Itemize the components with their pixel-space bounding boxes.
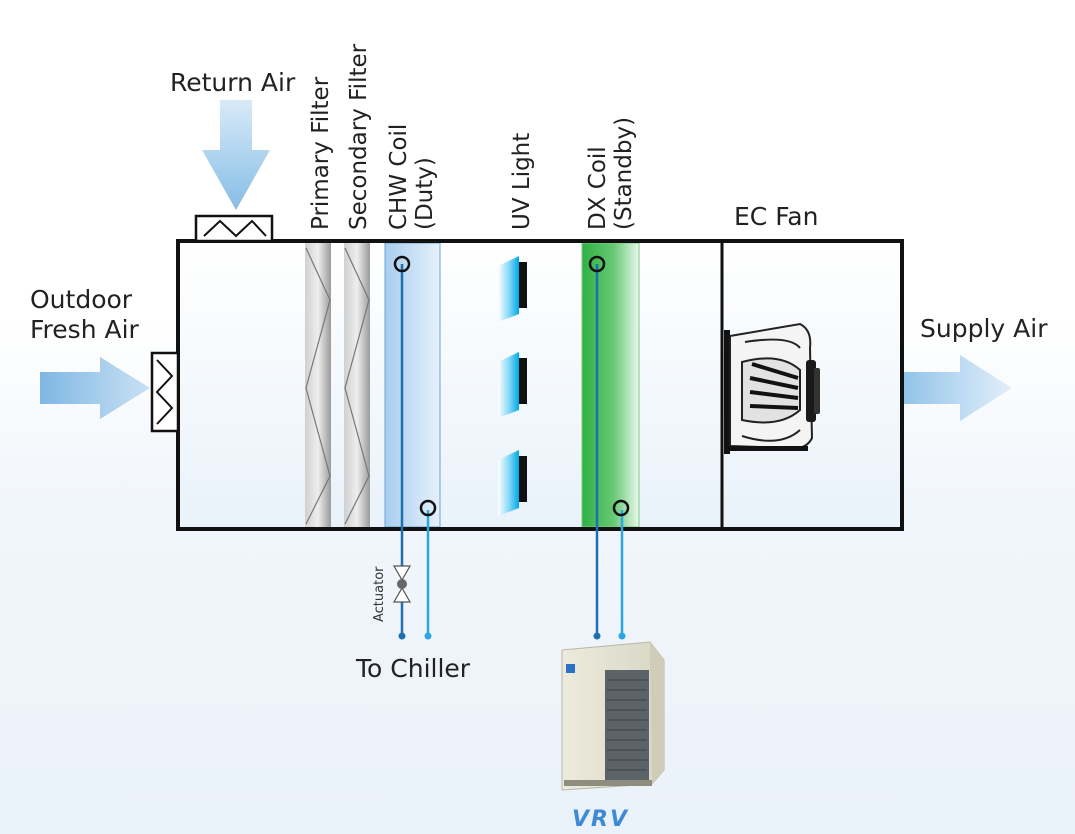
return-air-arrow-icon (202, 100, 270, 210)
secondary-filter-label: Secondary Filter (346, 43, 372, 230)
fresh-air-damper-icon (150, 351, 180, 433)
ec-fan-icon (724, 322, 820, 454)
ec-fan-label: EC Fan (734, 202, 818, 231)
primary-filter (305, 243, 331, 527)
supply-air-arrow-icon (900, 355, 1012, 421)
return-air-label: Return Air (170, 68, 296, 97)
vrv-logo-label: VRV (572, 807, 629, 832)
to-chiller-label: To Chiller (355, 654, 471, 683)
outdoor-fresh-air-label-line2: Fresh Air (30, 315, 140, 344)
uv-light-label: UV Light (509, 133, 535, 230)
chw-coil-label-line1: CHW Coil (386, 124, 412, 230)
primary-filter-label: Primary Filter (308, 76, 334, 230)
actuator-valve-icon (392, 565, 412, 603)
chw-coil (384, 242, 441, 528)
fresh-air-arrow-icon (40, 357, 150, 419)
vrv-outdoor-unit-icon (561, 641, 665, 791)
dx-coil-label-line2: (Standby) (611, 117, 637, 230)
outdoor-fresh-air-label-line1: Outdoor (30, 285, 133, 314)
secondary-filter (344, 243, 370, 527)
dx-coil (581, 242, 640, 528)
return-air-damper-icon (194, 214, 274, 243)
uv-light-lamps (498, 256, 527, 516)
dx-coil-label-line1: DX Coil (585, 146, 611, 230)
chw-coil-label-line2: (Duty) (412, 157, 438, 230)
dx-pipes (588, 255, 630, 640)
supply-air-label: Supply Air (920, 314, 1048, 343)
actuator-label: Actuator (372, 566, 387, 622)
